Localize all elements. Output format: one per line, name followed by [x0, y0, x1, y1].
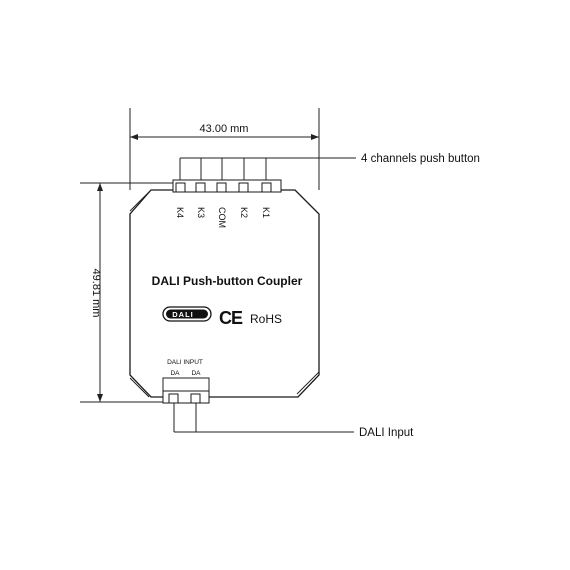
terminal-label-com: COM — [217, 207, 227, 228]
terminal-label-k2: K2 — [239, 207, 249, 218]
height-dimension: 49.81 mm — [80, 182, 175, 403]
width-dimension-label: 43.00 mm — [200, 123, 249, 135]
corner-chamfer-lines — [129, 189, 320, 398]
dali-input-leads: DALI Input — [173, 403, 414, 439]
device-title: DALI Push-button Coupler — [152, 274, 303, 288]
dali-input-callout: DALI Input — [359, 427, 414, 439]
terminal-labels: K4 K3 COM K2 K1 — [175, 207, 271, 228]
terminal-label-k3: K3 — [196, 207, 206, 218]
dali-logo-text: DALI — [172, 310, 194, 319]
dali-logo: DALI — [162, 306, 212, 322]
terminal-label-k4: K4 — [175, 207, 185, 218]
dali-input-header: DALI INPUT — [167, 359, 203, 366]
bottom-connector: DALI INPUT DA DA — [162, 359, 210, 404]
top-terminal-block — [172, 179, 282, 193]
rohs-label: RoHS — [250, 312, 282, 326]
connector-pin-label-2: DA — [191, 370, 201, 377]
ce-mark: CE — [219, 308, 243, 328]
terminal-label-k1: K1 — [261, 207, 271, 218]
push-button-callout: 4 channels push button — [361, 153, 480, 165]
push-button-leads: 4 channels push button — [179, 153, 480, 180]
height-dimension-label: 49.81 mm — [90, 269, 102, 318]
connector-pin-label-1: DA — [170, 370, 180, 377]
width-dimension: 43.00 mm — [129, 108, 320, 190]
